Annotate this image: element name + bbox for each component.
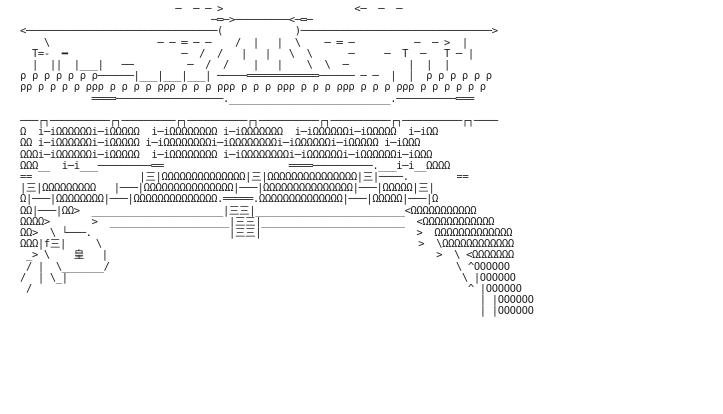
ascii-art-line: ρ ρ ρ ρ ρ ρ ρ──────|___|___|___| ─────══… [20, 70, 492, 83]
ascii-art-line: Ω|───|ΩΩΩΩΩΩΩΩ|───|ΩΩΩΩΩΩΩΩΩΩΩΩΩΩ.═════.… [20, 193, 439, 206]
ascii-art-line: T=- ━ ─ / / | | \ \ ─ ─ T ─ T ─ | [20, 47, 474, 60]
ascii-art-line: == |三|ΩΩΩΩΩΩΩΩΩΩΩΩΩΩ|三|ΩΩΩΩΩΩΩΩΩΩΩΩΩΩΩ|三… [20, 171, 469, 184]
ascii-art-line: ΩΩΩi─iΩΩΩΩΩΩi─iΩΩΩΩΩ i─iΩΩΩΩΩΩΩΩ i─iΩΩΩΩ… [20, 148, 433, 161]
ascii-art-line: / ^ |OOOOOO [20, 283, 522, 296]
ascii-art-line: | || |___| ── ─ / / | | \ \ ─ | | | [20, 59, 450, 72]
ascii-art-line: ΩΩΩ|f三| \ > \ΩΩΩΩΩΩΩΩΩΩΩΩ [20, 238, 514, 251]
ascii-art-line: / | \_| \ |OOOOOO [20, 271, 516, 284]
ascii-art-text: ─ ─ ─ > <─ ─ ─ ─═─>─────────<─═─ <──────… [20, 3, 534, 318]
ascii-art-line: <────────────────────────────────( )────… [20, 25, 498, 38]
ascii-art-line: ════──────────────────._________________… [20, 92, 475, 105]
ascii-art-line: ρρ ρ ρ ρ ρ ρρρ ρ ρ ρ ρ ρρρ ρ ρ ρ ρρρ ρ ρ… [20, 81, 486, 94]
ascii-art-line: \ ─ ─ ═ ─ ─ / | | \ ─ ═ ─ ─ ─ > | [20, 36, 468, 49]
ascii-art-line: ΩΩΩΩ> > ____________________|三三|________… [20, 215, 495, 228]
ascii-art-line: / | \_______/ \ ^OOOOOO [20, 260, 510, 273]
ascii-art-line: |三|ΩΩΩΩΩΩΩΩΩ |───|ΩΩΩΩΩΩΩΩΩΩΩΩΩΩΩ|───|ΩΩ… [20, 182, 435, 195]
ascii-art-line: Ω i─iΩΩΩΩΩΩi─iΩΩΩΩΩ i─iΩΩΩΩΩΩΩΩ i─iΩΩΩΩΩ… [20, 126, 439, 139]
ascii-art-line: ─ ─ ─ > <─ ─ ─ [20, 3, 403, 15]
ascii-art-line: ΩΩ> \ └───. |三三| > ΩΩΩΩΩΩΩΩΩΩΩΩΩ [20, 227, 513, 240]
ascii-art-line: ΩΩ|───|ΩΩ> ______________________|三三|___… [20, 204, 477, 217]
ascii-art-line: | |OOOOOO [20, 305, 534, 318]
ascii-art-line: _> \ 皇 | > \ <ΩΩΩΩΩΩΩ [20, 249, 514, 262]
ascii-art-line: ΩΩΩ__ i─i___─────────══ ════──────────._… [20, 159, 450, 172]
ascii-art-line: ─═─>─────────<─═─ [20, 14, 313, 27]
ascii-art-line: ΩΩ i─iΩΩΩΩΩΩi─iΩΩΩΩΩ i─iΩΩΩΩΩΩΩΩi─iΩΩΩΩΩ… [20, 137, 421, 150]
ascii-art-line: | |OOOOOO [20, 294, 534, 307]
ascii-art-line: ───┌┐──────────┌┐─────────┌┐──────────┌┐… [20, 115, 498, 128]
